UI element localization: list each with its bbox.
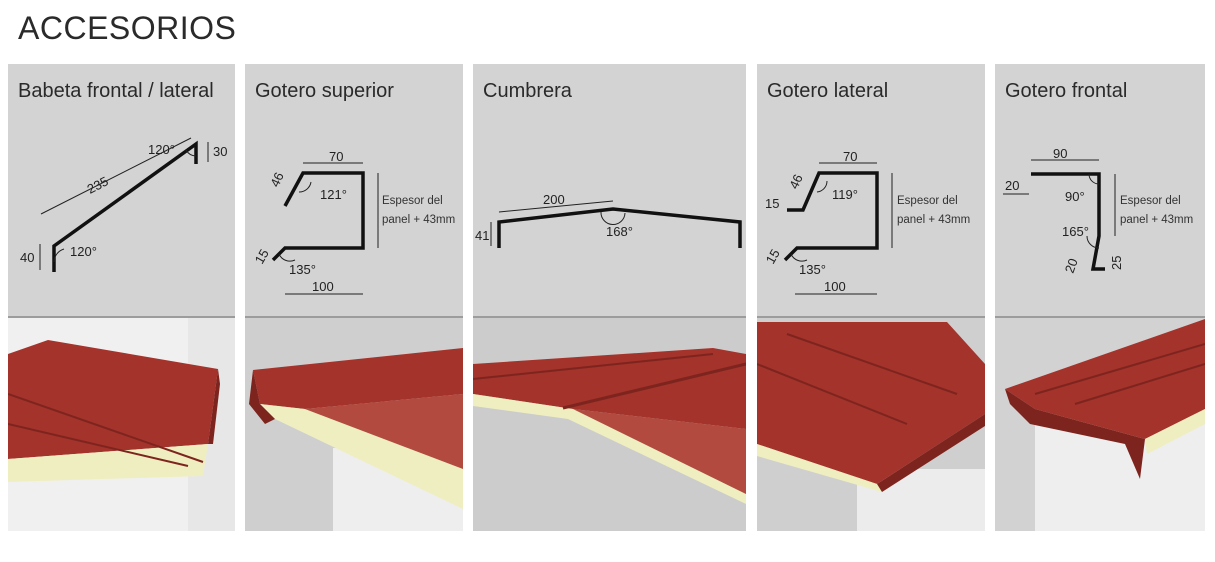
label-40: 40 <box>20 250 34 265</box>
label-235: 235 <box>85 173 111 196</box>
label-70: 70 <box>843 149 857 164</box>
label-135: 135° <box>289 262 316 277</box>
note-panel: panel + 43mm <box>1120 214 1193 226</box>
divider <box>473 316 746 318</box>
label-200: 200 <box>543 192 565 207</box>
card-gotero-frontal: Gotero frontal 90 20 90° 165° 20 25 Espe… <box>995 64 1205 531</box>
divider <box>757 316 985 318</box>
diagram-area <box>8 64 235 316</box>
babeta-illustration: 120° 30 235 120° 40 <box>8 137 235 531</box>
label-70: 70 <box>329 149 343 164</box>
label-30: 30 <box>213 144 227 159</box>
card-title: Cumbrera <box>483 80 572 102</box>
card-babeta: Babeta frontal / lateral 120° 30 235 120… <box>8 64 235 531</box>
card-cumbrera: Cumbrera 200 41 168° <box>473 64 746 531</box>
note-espesor: Espesor del <box>1120 195 1181 207</box>
label-100: 100 <box>312 279 334 294</box>
divider <box>995 316 1205 318</box>
diagram-area <box>245 64 463 316</box>
divider <box>8 316 235 318</box>
label-angle-90: 90° <box>1065 189 1085 204</box>
note-panel: panel + 43mm <box>382 214 455 226</box>
gotero-frontal-illustration: 90 20 90° 165° 20 25 Espesor del panel +… <box>995 146 1205 531</box>
label-90: 90 <box>1053 146 1067 161</box>
label-15-top: 15 <box>765 196 779 211</box>
label-46: 46 <box>786 172 806 191</box>
divider <box>245 316 463 318</box>
label-angle-top: 120° <box>148 142 175 157</box>
note-espesor: Espesor del <box>897 195 958 207</box>
card-title: Gotero frontal <box>1005 80 1128 102</box>
label-165: 165° <box>1062 224 1089 239</box>
gotero-lateral-illustration: 70 46 119° 15 15 135° 100 Espesor del pa… <box>757 149 985 531</box>
diagram-area <box>473 64 746 316</box>
label-15-bottom: 15 <box>763 246 783 266</box>
label-121: 121° <box>320 187 347 202</box>
label-25: 25 <box>1109 256 1124 270</box>
card-gotero-superior: Gotero superior 70 46 121° 15 135° 100 E… <box>245 64 463 531</box>
card-gotero-lateral: Gotero lateral 70 46 119° 15 15 135° 100… <box>757 64 985 531</box>
label-20-top: 20 <box>1005 178 1019 193</box>
label-41: 41 <box>475 228 489 243</box>
label-119: 119° <box>832 187 858 202</box>
card-title: Babeta frontal / lateral <box>18 80 214 102</box>
note-panel: panel + 43mm <box>897 214 970 226</box>
label-168: 168° <box>606 224 633 239</box>
cumbrera-illustration: 200 41 168° <box>473 192 746 531</box>
label-46: 46 <box>267 170 287 189</box>
card-title: Gotero lateral <box>767 80 889 102</box>
label-100: 100 <box>824 279 846 294</box>
label-20-bottom: 20 <box>1062 256 1081 275</box>
label-135: 135° <box>799 262 826 277</box>
label-angle-bottom: 120° <box>70 244 97 259</box>
page-title: ACCESORIOS <box>18 10 237 46</box>
card-title: Gotero superior <box>255 80 394 102</box>
diagram-area <box>757 64 985 316</box>
note-espesor: Espesor del <box>382 195 443 207</box>
label-15: 15 <box>252 246 272 266</box>
gotero-superior-illustration: 70 46 121° 15 135° 100 Espesor del panel… <box>245 149 463 531</box>
